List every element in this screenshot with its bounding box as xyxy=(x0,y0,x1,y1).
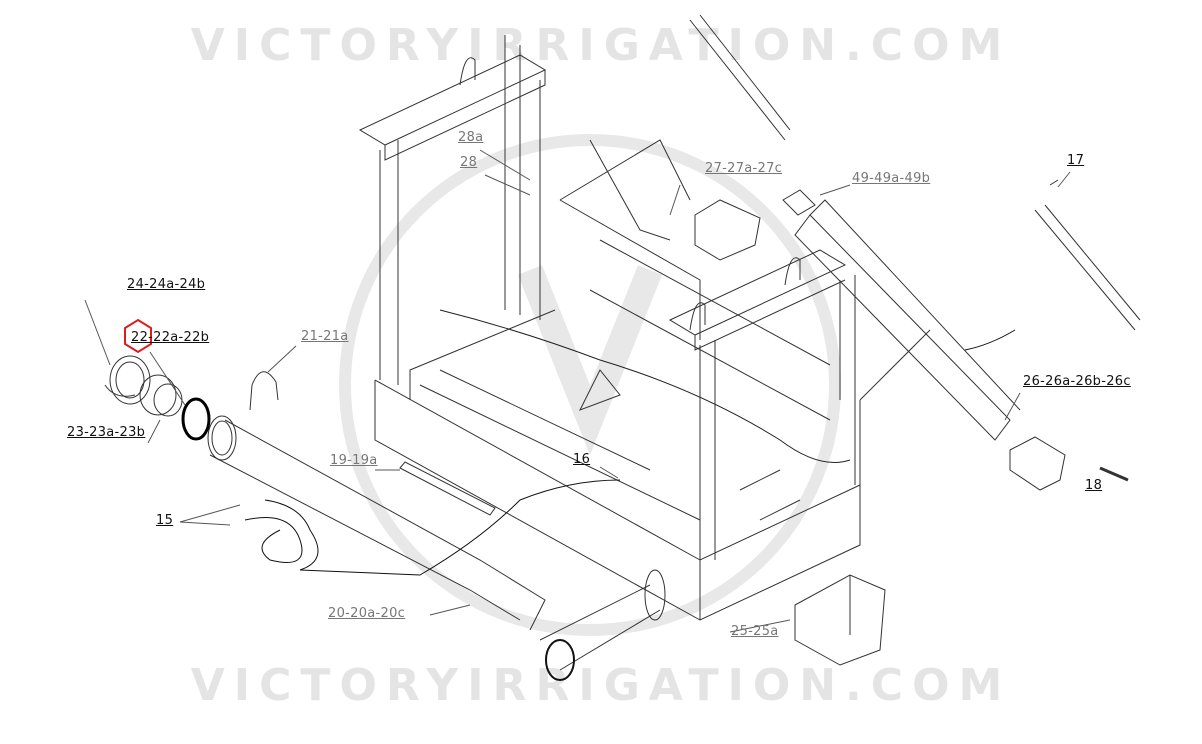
cover-25 xyxy=(794,574,886,666)
cylinder-17 xyxy=(1034,179,1141,331)
watermark-logo xyxy=(339,134,841,636)
pipe-assembly xyxy=(207,415,666,681)
part-label-16[interactable]: 16 xyxy=(573,452,591,467)
bracket-19 xyxy=(399,461,496,516)
pin-18 xyxy=(1099,466,1129,482)
part-label-18[interactable]: 18 xyxy=(1085,478,1103,493)
u-bolt-21 xyxy=(249,371,279,411)
u-bolt xyxy=(459,57,476,86)
clamp xyxy=(104,355,151,405)
u-bolt xyxy=(784,257,801,286)
wiring xyxy=(439,309,851,463)
main-frame xyxy=(358,35,1021,621)
bracket-27 xyxy=(694,199,761,261)
part-label-20[interactable]: 20-20a-20c xyxy=(328,606,406,621)
watermark-bottom: VICTORYIRRIGATION.COM xyxy=(190,660,1012,711)
part-label-49[interactable]: 49-49a-49b xyxy=(852,171,931,186)
watermark-top: VICTORYIRRIGATION.COM xyxy=(190,20,1012,71)
cap-49 xyxy=(782,189,816,216)
wire-leads xyxy=(964,329,1016,351)
part-label-15[interactable]: 15 xyxy=(156,513,174,528)
cylinder-top xyxy=(689,14,791,141)
part-label-27[interactable]: 27-27a-27c xyxy=(705,161,783,176)
bracket-26 xyxy=(1009,436,1066,491)
part-label-28a[interactable]: 28a xyxy=(458,130,484,145)
part-label-25[interactable]: 25-25a xyxy=(731,624,779,639)
coupler xyxy=(139,374,183,417)
leader-lines xyxy=(84,149,1071,633)
part-label-19[interactable]: 19-19a xyxy=(330,453,378,468)
u-bolt xyxy=(689,302,706,331)
part-label-22[interactable]: 22-22a-22b xyxy=(131,330,210,345)
part-label-17[interactable]: 17 xyxy=(1067,153,1085,168)
part-label-21[interactable]: 21-21a xyxy=(301,329,349,344)
part-label-26[interactable]: 26-26a-26b-26c xyxy=(1023,374,1131,389)
part-label-24[interactable]: 24-24a-24b xyxy=(127,277,206,292)
part-label-28[interactable]: 28 xyxy=(460,155,478,170)
sensor-cable xyxy=(244,479,621,576)
o-ring xyxy=(181,397,211,441)
part-label-23[interactable]: 23-23a-23b xyxy=(67,425,146,440)
highlight-hexagon xyxy=(124,318,152,354)
